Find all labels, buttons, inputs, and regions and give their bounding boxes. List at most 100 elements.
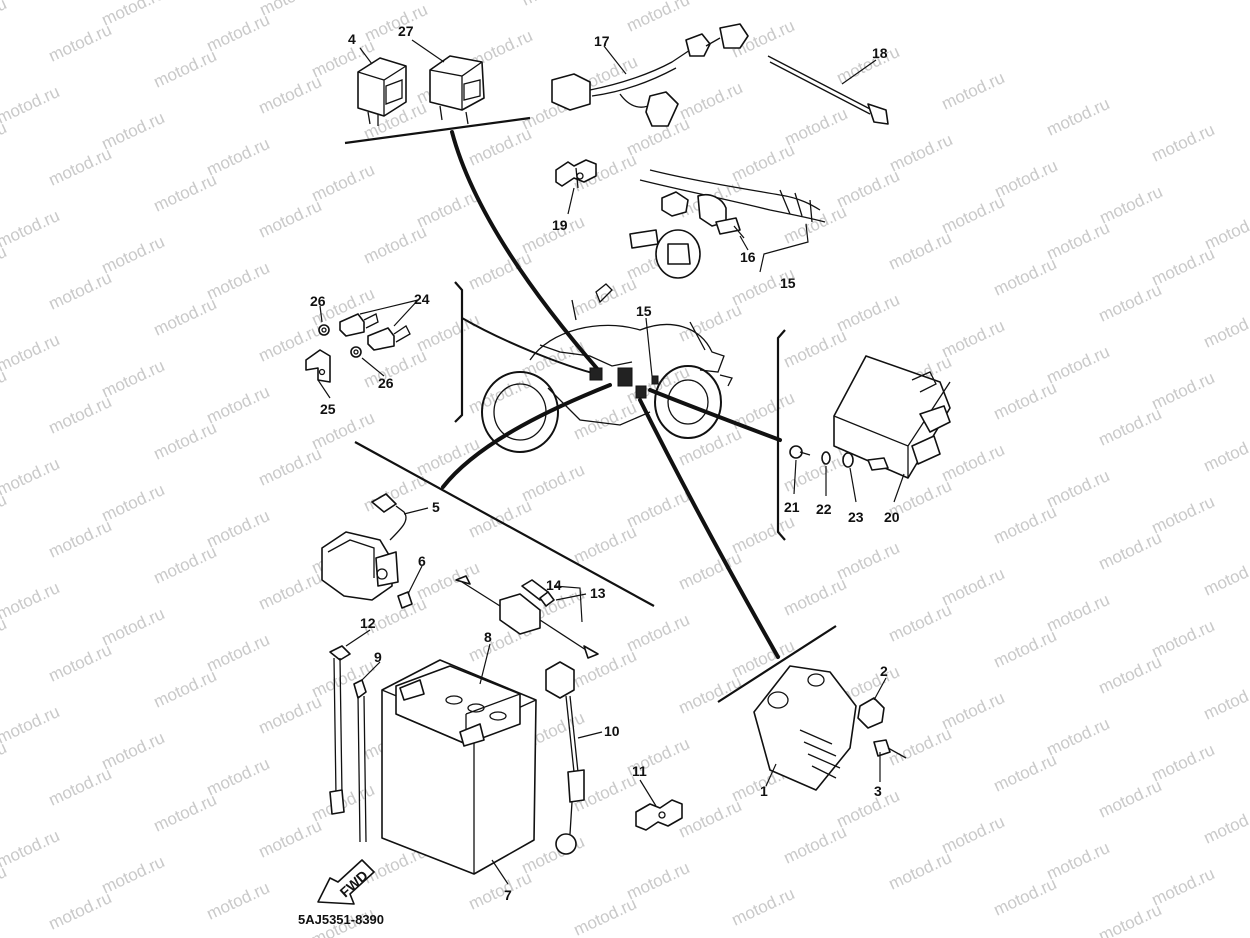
part-diagram-code: 5AJ5351-8390 — [298, 912, 384, 927]
watermark-text: motod.ru — [1149, 368, 1218, 414]
watermark-text: motod.ru — [0, 206, 62, 252]
callout-4: 4 — [348, 31, 356, 47]
watermark-text: motod.ru — [0, 454, 62, 500]
cdi-unit-20 — [789, 355, 951, 479]
watermark-text: motod.ru — [99, 852, 168, 898]
relay-4 — [357, 57, 407, 126]
watermark-text: motod.ru — [939, 440, 1008, 486]
watermark-text: motod.ru — [1149, 492, 1218, 538]
watermark-text: motod.ru — [1149, 120, 1218, 166]
watermark-text: motod.ru — [1044, 342, 1113, 388]
watermark-text: motod.ru — [624, 858, 693, 904]
watermark-text: motod.ru — [46, 268, 115, 314]
watermark-text: motod.ru — [781, 202, 850, 248]
watermark-text: motod.ru — [0, 0, 62, 4]
watermark-text: motod.ru — [99, 0, 168, 30]
watermark-text: motod.ru — [151, 790, 220, 836]
callout-16: 16 — [740, 249, 756, 265]
callout-9: 9 — [374, 649, 382, 665]
switches-24-25-26 — [305, 313, 411, 383]
watermark-text: motod.ru — [0, 826, 62, 872]
callout-23: 23 — [848, 509, 864, 525]
watermark-text: motod.ru — [204, 878, 273, 924]
watermark-text: motod.ru — [1149, 244, 1218, 290]
callout-5: 5 — [432, 499, 440, 515]
watermark-text: motod.ru — [834, 166, 903, 212]
watermark-text: motod.ru — [1096, 776, 1165, 822]
watermark-text: motod.ru — [781, 574, 850, 620]
watermark-text: motod.ru — [781, 450, 850, 496]
watermark-text: motod.ru — [1044, 218, 1113, 264]
watermark-text: motod.ru — [46, 888, 115, 934]
watermark-text: motod.ru — [519, 0, 588, 10]
callout-2: 2 — [880, 663, 888, 679]
watermark-text: motod.ru — [1096, 280, 1165, 326]
callout-3: 3 — [874, 783, 882, 799]
watermark-text: motod.ru — [781, 822, 850, 868]
watermark-text: motod.ru — [991, 750, 1060, 796]
callout-19: 19 — [552, 217, 568, 233]
watermark-text: motod.ru — [992, 156, 1061, 202]
watermark-text: motod.ru — [0, 0, 9, 40]
watermark-text: motod.ru — [99, 108, 168, 154]
watermark-text: motod.ru — [99, 356, 168, 402]
watermark-text: motod.ru — [309, 656, 378, 702]
watermark-text: motod.ru — [782, 104, 851, 150]
watermark-text: motod.ru — [939, 812, 1008, 858]
watermark-text: motod.ru — [309, 160, 378, 206]
callout-27: 27 — [398, 23, 414, 39]
callout-20: 20 — [884, 509, 900, 525]
watermark-text: motod.ru — [151, 418, 220, 464]
watermark-text: motod.ru — [46, 20, 115, 66]
wire-harness-15 — [629, 169, 826, 279]
watermark-text: motod.ru — [256, 444, 325, 490]
watermark-text: motod.ru — [886, 848, 955, 894]
watermark-text: motod.ru — [1096, 652, 1165, 698]
watermark-text: motod.ru — [46, 516, 115, 562]
watermark-text: motod.ru — [676, 672, 745, 718]
watermark-text: motod.ru — [466, 248, 535, 294]
watermark-text: motod.ru — [361, 222, 430, 268]
watermark-text: motod.ru — [414, 186, 483, 232]
watermark-text: motod.ru — [0, 578, 62, 624]
watermark-text: motod.ru — [991, 254, 1060, 300]
group-brackets — [344, 116, 837, 703]
watermark-text: motod.ru — [677, 78, 746, 124]
cable-tie-18 — [767, 55, 889, 125]
rectifier-regulator-1 — [753, 665, 907, 791]
callout-24: 24 — [414, 291, 430, 307]
watermark-text: motod.ru — [466, 124, 535, 170]
watermark-text: motod.ru — [624, 486, 693, 532]
callout-26-lower: 26 — [378, 375, 394, 391]
watermark-text: motod.ru — [46, 764, 115, 810]
watermark-text: motod.ru — [729, 388, 798, 434]
watermark-text: motod.ru — [1097, 182, 1166, 228]
watermark-text: motod.ru — [834, 290, 903, 336]
watermark-text: motod.ru — [466, 868, 535, 914]
watermark-text: motod.ru — [886, 724, 955, 770]
watermark-text: motod.ru — [1201, 430, 1250, 476]
watermark-text: motod.ru — [256, 72, 325, 118]
switch-13-14 — [455, 575, 599, 659]
motorcycle-outline — [481, 283, 733, 453]
watermark-text: motod.ru — [0, 330, 62, 376]
watermark-text: motod.ru — [1044, 838, 1113, 884]
watermark-text: motod.ru — [624, 610, 693, 656]
watermark-text: motod.ru — [939, 688, 1008, 734]
watermark-text: motod.ru — [1201, 306, 1250, 352]
watermark-text: motod.ru — [1096, 900, 1165, 938]
callout-22: 22 — [816, 501, 832, 517]
callout-8: 8 — [484, 629, 492, 645]
watermark-text: motod.ru — [151, 294, 220, 340]
watermark-text: motod.ru — [1096, 528, 1165, 574]
watermark-text: motod.ru — [991, 626, 1060, 672]
watermark-text: motod.ru — [729, 512, 798, 558]
watermark-text: motod.ru — [1096, 404, 1165, 450]
callout-labels: 1 2 3 4 5 6 7 8 9 10 11 12 13 14 15 15 1… — [310, 23, 900, 903]
callout-26-upper: 26 — [310, 293, 326, 309]
watermark-text: motod.ru — [99, 728, 168, 774]
watermark-text: motod.ru — [151, 666, 220, 712]
watermark-text: motod.ru — [939, 68, 1008, 114]
watermark-text: motod.ru — [1149, 864, 1218, 910]
battery-cables-9-12 — [329, 645, 367, 843]
